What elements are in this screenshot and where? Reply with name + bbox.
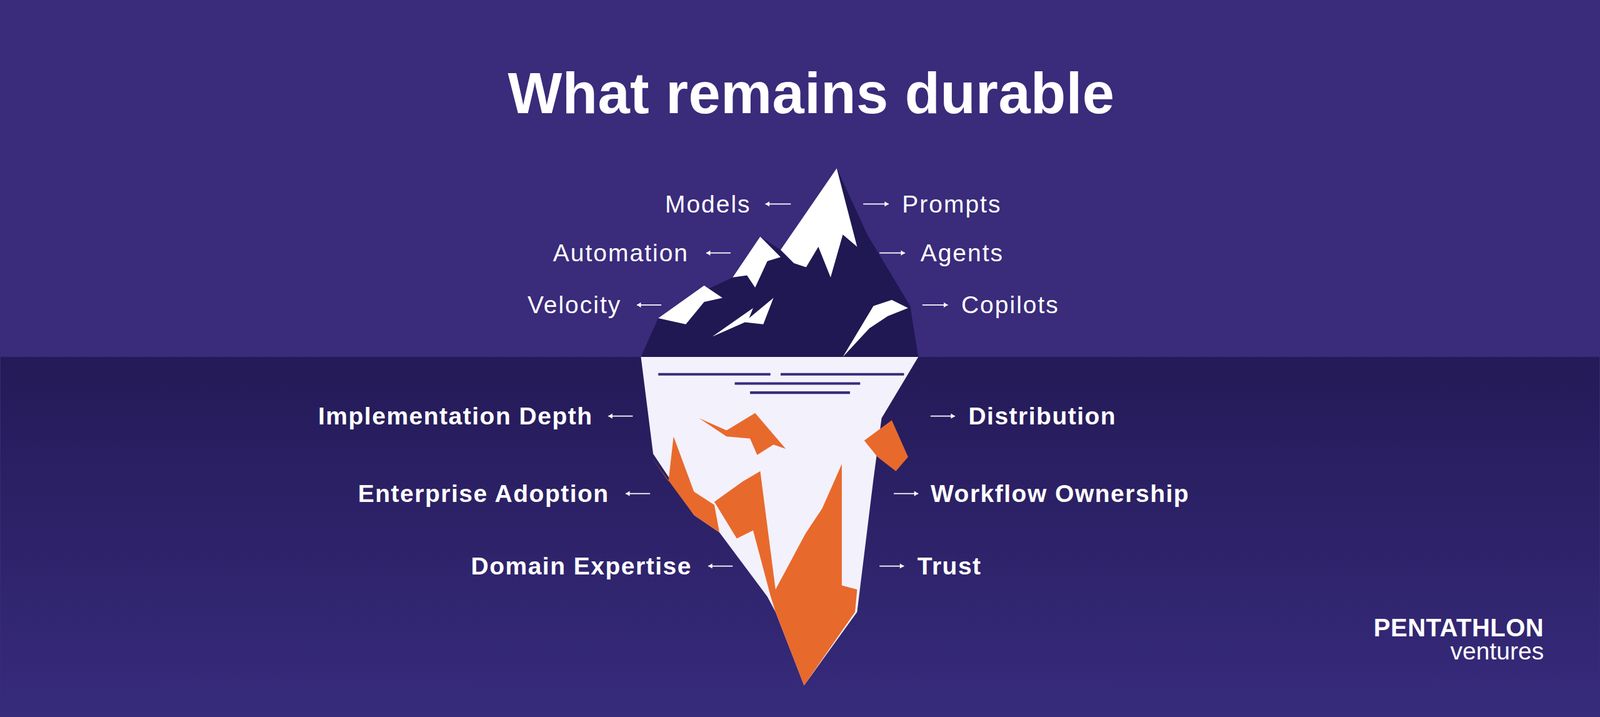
layer-label: Models — [665, 190, 752, 218]
layer-label: Automation — [553, 239, 689, 267]
snow-peak — [780, 168, 857, 278]
layer-label: Enterprise Adoption — [358, 480, 610, 508]
layer-label: Velocity — [527, 291, 622, 319]
layer-label: Implementation Depth — [318, 403, 594, 430]
orange-shard — [864, 420, 909, 472]
water-band — [0, 356, 1600, 717]
leader-arrow — [706, 250, 731, 256]
arrow-head — [706, 250, 711, 256]
logo-text: ventures — [1450, 637, 1545, 665]
leader-arrow — [922, 302, 949, 308]
layer-label: Distribution — [968, 403, 1117, 430]
water-line — [750, 391, 850, 394]
layer-label: Copilots — [961, 291, 1060, 319]
arrow-head — [950, 413, 955, 419]
layer-label: Trust — [917, 553, 982, 580]
leader-arrow — [930, 413, 955, 419]
sky-band — [0, 0, 1600, 357]
leader-arrow — [863, 201, 889, 207]
leader-arrow — [893, 491, 919, 497]
snow-peak — [712, 297, 774, 337]
leader-arrow — [608, 413, 633, 419]
water-line — [658, 373, 770, 376]
arrow-head — [943, 302, 949, 308]
layer-label: Domain Expertise — [470, 553, 692, 580]
orange-shard — [698, 413, 786, 455]
water-line — [780, 373, 904, 376]
snow-peak — [843, 300, 909, 357]
arrow-head — [901, 250, 906, 256]
orange-shard — [651, 436, 720, 532]
snow-peak — [658, 285, 723, 325]
layer-label: Agents — [920, 239, 1004, 267]
arrow-head — [625, 491, 630, 497]
leader-arrow — [708, 563, 733, 569]
diagram-title: What remains durable — [507, 62, 1115, 126]
arrow-head — [765, 201, 770, 207]
arrow-head — [884, 201, 889, 207]
arrow-head — [900, 563, 905, 569]
leader-arrow — [636, 302, 662, 308]
snow-peak — [732, 236, 781, 289]
leader-arrow — [625, 491, 650, 497]
ice-streak — [770, 438, 823, 551]
leader-arrow — [765, 201, 792, 207]
leader-arrow — [879, 563, 904, 569]
arrow-head — [708, 563, 713, 569]
layer-label: Prompts — [901, 190, 1002, 218]
leader-arrow — [879, 250, 905, 256]
arrow-head — [636, 302, 642, 308]
iceberg-body — [640, 356, 919, 685]
layer-label: Workflow Ownership — [930, 480, 1190, 508]
arrow-head — [914, 491, 919, 497]
arrow-head — [608, 413, 613, 419]
water-line — [735, 381, 861, 385]
